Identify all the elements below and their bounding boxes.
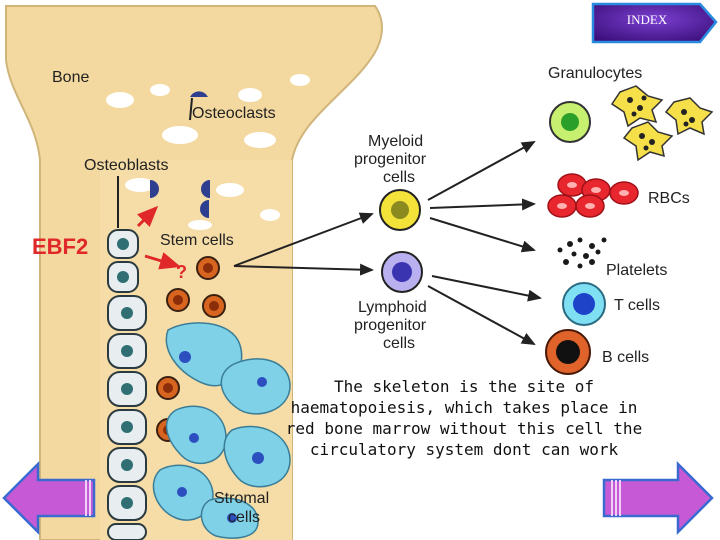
spongy-bone (106, 74, 310, 230)
label-myeloid-line1: Myeloid (368, 133, 423, 150)
caption-line: circulatory system dont can work (309, 440, 619, 459)
index-button-label[interactable]: INDEX (626, 12, 668, 27)
label-granulocytes: Granulocytes (548, 65, 642, 82)
forward-button[interactable] (602, 460, 714, 536)
b-cell (545, 329, 591, 375)
lineage-arrows (233, 141, 542, 345)
label-stromal-line1: Stromal (214, 490, 269, 507)
label-osteoblasts: Osteoblasts (84, 157, 168, 174)
label-t-cells: T cells (614, 297, 660, 314)
myeloid-progenitor-cell (379, 189, 421, 231)
label-myeloid-line2: progenitor (354, 151, 427, 168)
label-lymphoid-line1: Lymphoid (358, 299, 427, 316)
label-osteoclasts: Osteoclasts (192, 105, 276, 122)
granulocyte-cells (549, 85, 714, 162)
label-lymphoid-line2: progenitor (354, 317, 427, 334)
caption-line: haematopoiesis, which takes place in (290, 398, 638, 417)
index-button-shape[interactable] (591, 2, 718, 44)
stromal-nuclei (177, 351, 267, 523)
caption-line: red bone marrow without this cell the (285, 419, 643, 438)
t-cell (562, 282, 606, 326)
label-b-cells: B cells (602, 349, 649, 366)
label-stromal-line2: cells (228, 509, 260, 526)
label-myeloid-line3: cells (383, 169, 415, 186)
lymphoid-progenitor-cell (381, 251, 423, 293)
label-rbcs: RBCs (648, 190, 690, 207)
stem-cells (156, 256, 226, 442)
label-question-mark: ? (176, 262, 187, 282)
rbc-cells (547, 173, 639, 218)
label-lymphoid-line3: cells (383, 335, 415, 352)
label-bone: Bone (52, 69, 89, 86)
label-stem-cells: Stem cells (160, 232, 234, 249)
caption-text: The skeleton is the site of haematopoies… (266, 376, 662, 460)
platelet-cells (557, 237, 607, 269)
back-button[interactable] (2, 460, 96, 536)
osteoblast-column (107, 229, 147, 540)
osteoclast-cells (150, 91, 210, 218)
caption-line: The skeleton is the site of (333, 377, 595, 396)
label-platelets: Platelets (606, 262, 667, 279)
label-ebf2: EBF2 (32, 234, 88, 259)
